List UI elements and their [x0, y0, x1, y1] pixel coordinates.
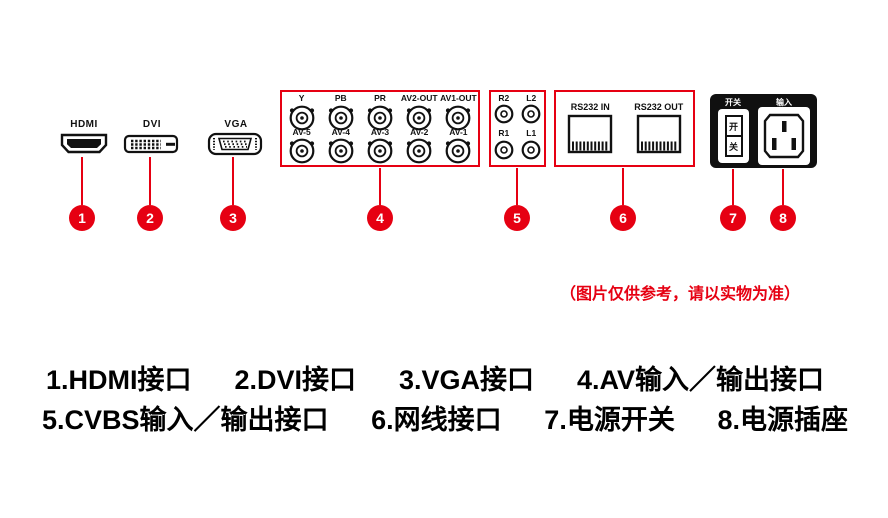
pointer-line-5	[516, 168, 518, 205]
hdmi-port-label: HDMI	[70, 119, 98, 130]
legend-item-socket: 8.电源插座	[717, 405, 848, 435]
legend-item-dvi: 2.DVI接口	[234, 365, 356, 395]
bnc-label-pr: PR	[374, 93, 386, 103]
rj45-connector-icon	[636, 114, 681, 154]
callout-7: 7	[720, 205, 746, 231]
av-top-bnc-row	[282, 102, 478, 132]
callout-1: 1	[69, 205, 95, 231]
vga-port-label: VGA	[224, 119, 248, 130]
dvi-connector-icon	[123, 134, 179, 154]
iec-inlet-icon	[763, 113, 805, 159]
rca-label-r2: R2	[498, 93, 510, 103]
bnc-label-y: Y	[298, 93, 305, 103]
bnc-label-av3: AV-3	[370, 127, 390, 137]
callout-3: 3	[220, 205, 246, 231]
bnc-label-av1-out: AV1-OUT	[440, 93, 477, 103]
bnc-label-av2-out: AV2-OUT	[400, 93, 438, 103]
av-top-labels: Y PB PR AV2-OUT AV1-OUT	[282, 93, 478, 103]
cvbs-top-jacks	[490, 103, 545, 125]
bnc-connector-icon	[328, 105, 354, 131]
switch-off-mark: 关	[726, 135, 741, 155]
rca-label-l1: L1	[526, 128, 537, 138]
rca-connector-icon	[521, 104, 541, 124]
dvi-port-label: DVI	[142, 119, 162, 130]
hdmi-connector-icon	[60, 133, 108, 154]
switch-on-mark: 开	[728, 121, 738, 132]
bnc-label-pb: PB	[334, 93, 347, 103]
callout-4: 4	[367, 205, 393, 231]
av-bottom-labels: AV-5 AV-4 AV-3 AV-2 AV-1	[282, 127, 478, 137]
pointer-line-2	[149, 157, 151, 205]
bnc-connector-icon	[328, 138, 354, 164]
disclaimer-note: （图片仅供参考，请以实物为准）	[560, 286, 801, 303]
rca-label-r1: R1	[498, 128, 510, 138]
callout-8: 8	[770, 205, 796, 231]
rs232-jacks	[556, 113, 693, 161]
rs232-labels: RS232 IN RS232 OUT	[556, 101, 693, 112]
pointer-line-1	[81, 157, 83, 205]
bnc-connector-icon	[367, 105, 393, 131]
rca-connector-icon	[521, 140, 541, 160]
legend-item-cvbs: 5.CVBS输入／输出接口	[42, 405, 329, 435]
bnc-connector-icon	[367, 138, 393, 164]
legend-item-switch: 7.电源开关	[544, 405, 675, 435]
legend-row-1: 1.HDMI接口 2.DVI接口 3.VGA接口 4.AV输入／输出接口	[46, 358, 824, 397]
pointer-line-8	[782, 169, 784, 205]
legend-row-2: 5.CVBS输入／输出接口 6.网线接口 7.电源开关 8.电源插座	[42, 398, 848, 437]
legend-item-network: 6.网线接口	[371, 405, 502, 435]
vga-connector-icon	[207, 132, 263, 156]
rca-label-l2: L2	[526, 93, 537, 103]
power-switch-label: 开关	[725, 98, 741, 107]
bnc-connector-icon	[289, 105, 314, 131]
power-switch: 开 关	[718, 109, 749, 163]
bnc-label-av1: AV-1	[449, 127, 468, 137]
bnc-connector-icon	[406, 138, 432, 164]
rca-connector-icon	[494, 140, 514, 160]
rs232-out-label: RS232 OUT	[634, 101, 684, 112]
legend-item-av: 4.AV输入／输出接口	[576, 365, 824, 395]
av-bottom-bnc-row	[282, 135, 478, 165]
bnc-connector-icon	[445, 138, 471, 164]
callout-2: 2	[137, 205, 163, 231]
pointer-line-3	[232, 157, 234, 205]
rca-connector-icon	[494, 104, 514, 124]
bnc-label-av5: AV-5	[292, 127, 311, 137]
bnc-connector-icon	[289, 138, 314, 164]
pointer-line-4	[379, 168, 381, 205]
power-inlet	[758, 107, 810, 165]
bnc-connector-icon	[406, 105, 432, 131]
legend-item-vga: 3.VGA接口	[398, 365, 534, 395]
cvbs-bottom-labels: R1 L1	[490, 128, 545, 138]
cvbs-top-labels: R2 L2	[490, 93, 545, 103]
callout-5: 5	[504, 205, 530, 231]
bnc-connector-icon	[445, 105, 471, 131]
legend-item-hdmi: 1.HDMI接口	[46, 365, 192, 395]
power-inlet-label: 输入	[776, 98, 792, 107]
callout-6: 6	[610, 205, 636, 231]
rs232-in-label: RS232 IN	[570, 101, 610, 112]
bnc-label-av4: AV-4	[331, 127, 350, 137]
pointer-line-6	[622, 168, 624, 205]
pointer-line-7	[732, 169, 734, 205]
rocker-switch-icon: 开 关	[724, 115, 743, 157]
rj45-connector-icon	[568, 114, 613, 154]
bnc-label-av2: AV-2	[410, 127, 429, 137]
cvbs-bottom-jacks	[490, 139, 545, 161]
